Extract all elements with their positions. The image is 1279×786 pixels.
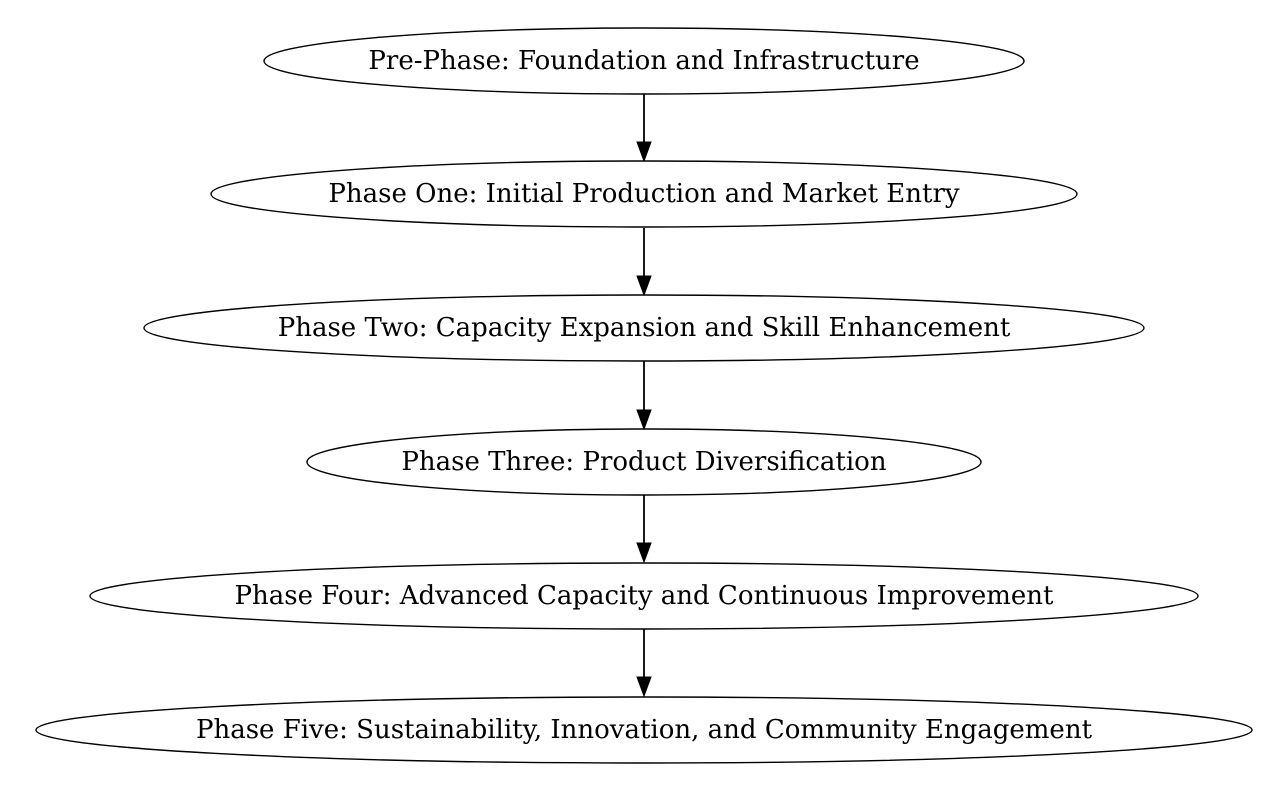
edge-phase-one-to-phase-two — [636, 228, 652, 297]
node-phase-five[interactable]: Phase Five: Sustainability, Innovation, … — [35, 696, 1253, 764]
edges-layer — [636, 94, 652, 698]
node-label: Phase Three: Product Diversification — [401, 447, 886, 477]
node-label: Phase One: Initial Production and Market… — [328, 179, 959, 209]
node-ellipse — [210, 160, 1078, 228]
node-phase-one[interactable]: Phase One: Initial Production and Market… — [210, 160, 1078, 228]
node-ellipse — [35, 696, 1253, 764]
arrowhead-icon — [636, 275, 652, 297]
node-ellipse — [89, 562, 1199, 630]
edge-phase-two-to-phase-three — [636, 361, 652, 431]
arrowhead-icon — [636, 542, 652, 564]
node-phase-two[interactable]: Phase Two: Capacity Expansion and Skill … — [143, 294, 1145, 362]
node-label: Phase Two: Capacity Expansion and Skill … — [278, 313, 1011, 343]
node-phase-four[interactable]: Phase Four: Advanced Capacity and Contin… — [89, 562, 1199, 630]
node-label: Phase Four: Advanced Capacity and Contin… — [235, 581, 1054, 611]
arrowhead-icon — [636, 409, 652, 431]
node-label: Phase Five: Sustainability, Innovation, … — [196, 715, 1093, 745]
edge-phase-three-to-phase-four — [636, 495, 652, 564]
edge-pre-phase-to-phase-one — [636, 94, 652, 163]
node-pre-phase[interactable]: Pre-Phase: Foundation and Infrastructure — [263, 27, 1025, 95]
nodes-layer: Pre-Phase: Foundation and Infrastructure… — [35, 27, 1253, 764]
node-phase-three[interactable]: Phase Three: Product Diversification — [306, 428, 982, 496]
node-ellipse — [306, 428, 982, 496]
node-ellipse — [143, 294, 1145, 362]
node-label: Pre-Phase: Foundation and Infrastructure — [368, 46, 919, 76]
arrowhead-icon — [636, 676, 652, 698]
edge-phase-four-to-phase-five — [636, 629, 652, 698]
arrowhead-icon — [636, 141, 652, 163]
node-ellipse — [263, 27, 1025, 95]
